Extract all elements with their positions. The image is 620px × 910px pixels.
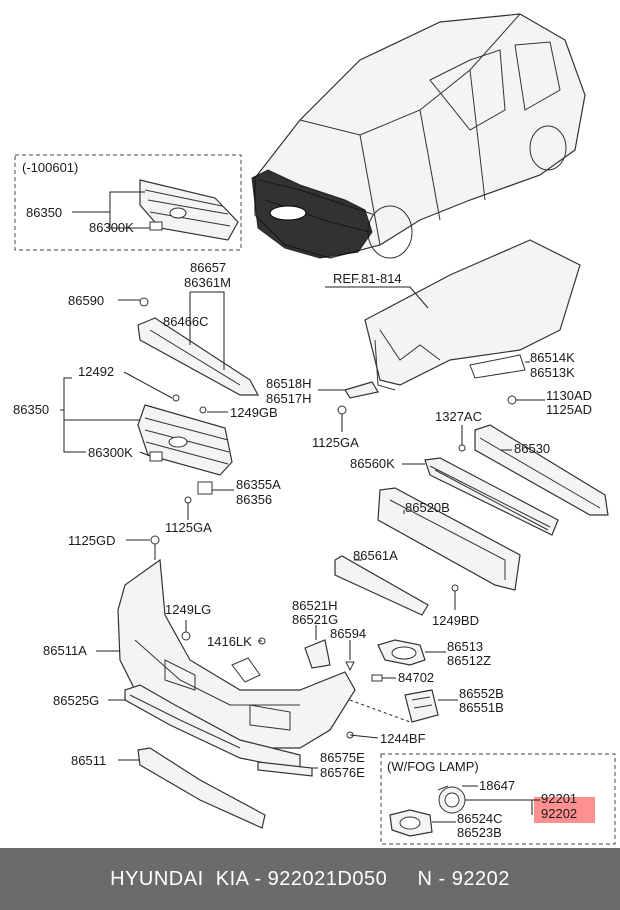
part-label-1249BD: 1249BD [432, 613, 479, 628]
bracket-86552B-group: 84702 86552B 86551B 1244BF [346, 670, 504, 746]
part-label-86513: 86513 [447, 639, 483, 654]
lower-strip-group: 86525G 86511 86575E 86576E [53, 684, 365, 829]
part-label-1125AD: 1125AD [546, 402, 592, 417]
ref-label: REF.81-814 [333, 271, 402, 286]
part-label-86560K: 86560K [350, 456, 395, 471]
part-label-92202: 92202 [541, 806, 577, 821]
part-label-1125GD: 1125GD [68, 533, 115, 548]
fog-lamp-label: (W/FOG LAMP) [387, 759, 479, 774]
part-label-1416LK: 1416LK [207, 634, 252, 649]
fog-lamp-box: (W/FOG LAMP) 18647 92201 92202 86524C 86… [380, 753, 616, 845]
part-label-86524C: 86524C [457, 811, 503, 826]
part-label-86523B: 86523B [457, 825, 502, 840]
bracket-86521H-group: 86521H 86521G 86594 [292, 598, 366, 672]
part-label-86300K-inset: 86300K [89, 220, 134, 235]
part-label-1125GA-right: 1125GA [312, 435, 359, 450]
part-label-86300K: 86300K [88, 445, 133, 460]
grille-bracket-group: 86657 86361M 86590 86466C [68, 260, 259, 396]
part-label-86361M: 86361M [184, 275, 231, 290]
part-label-1327AC: 1327AC [435, 409, 482, 424]
footer-part-ref: N - 92202 [417, 867, 510, 890]
fender-ref-group: REF.81-814 86514K 86513K 1130AD 1125AD 8… [266, 239, 592, 450]
part-label-86594: 86594 [330, 626, 366, 641]
part-label-86551B: 86551B [459, 700, 504, 715]
part-label-86518H: 86518H [266, 376, 312, 391]
fog-cover-86513-group: 86513 86512Z [377, 639, 491, 668]
part-label-86525G: 86525G [53, 693, 99, 708]
part-label-86520B: 86520B [405, 500, 450, 515]
main-grille-group: 12492 86350 1249GB 86300K [13, 364, 278, 476]
inset-variant-box: (-100601) 86350 86300K [14, 154, 242, 251]
part-label-86512Z: 86512Z [447, 653, 491, 668]
part-label-86521H: 86521H [292, 598, 338, 613]
part-label-18647: 18647 [479, 778, 515, 793]
part-label-1130AD: 1130AD [546, 388, 592, 403]
part-label-1244BF: 1244BF [380, 731, 426, 746]
part-label-86561A: 86561A [353, 548, 398, 563]
bumper-beam-group: 1327AC 86530 86560K 86520B [350, 409, 609, 591]
part-label-86355A: 86355A [236, 477, 281, 492]
part-label-86466C: 86466C [163, 314, 209, 329]
part-label-86521G: 86521G [292, 612, 338, 627]
part-label-86514K: 86514K [530, 350, 575, 365]
part-label-1249GB: 1249GB [230, 405, 278, 420]
inset-variant-label: (-100601) [22, 160, 78, 175]
part-label-86513K: 86513K [530, 365, 575, 380]
bracket-86561A-group: 86561A 1249BD [334, 548, 479, 628]
part-label-12492: 12492 [78, 364, 114, 379]
part-label-86511: 86511 [71, 753, 106, 768]
vehicle-illustration [251, 13, 586, 259]
part-label-1125GA-left: 1125GA [165, 520, 212, 535]
part-label-86517H: 86517H [266, 391, 312, 406]
part-label-1249LG: 1249LG [165, 602, 211, 617]
highlight-92202 [534, 797, 595, 823]
footer-brand-part-number: HYUNDAI KIA - 922021D050 [110, 867, 388, 890]
part-label-86575E: 86575E [320, 750, 365, 765]
part-label-86530: 86530 [514, 441, 550, 456]
part-label-86356: 86356 [236, 492, 272, 507]
part-label-92201: 92201 [541, 791, 577, 806]
part-label-86576E: 86576E [320, 765, 365, 780]
part-label-84702: 84702 [398, 670, 434, 685]
exploded-parts-diagram: (-100601) 86350 86300K 86657 86361M 8659… [13, 13, 616, 845]
part-label-86511A: 86511A [43, 643, 87, 658]
part-label-86350: 86350 [13, 402, 49, 417]
part-label-86590: 86590 [68, 293, 104, 308]
footer-bar: HYUNDAI KIA - 922021D050 N - 92202 [0, 848, 620, 910]
bolt-1125GD-group: 1125GD [68, 533, 160, 560]
part-label-86657: 86657 [190, 260, 226, 275]
part-label-86552B: 86552B [459, 686, 504, 701]
bracket-86355A-group: 86355A 86356 1125GA [165, 477, 281, 535]
part-label-86350-inset: 86350 [26, 205, 62, 220]
